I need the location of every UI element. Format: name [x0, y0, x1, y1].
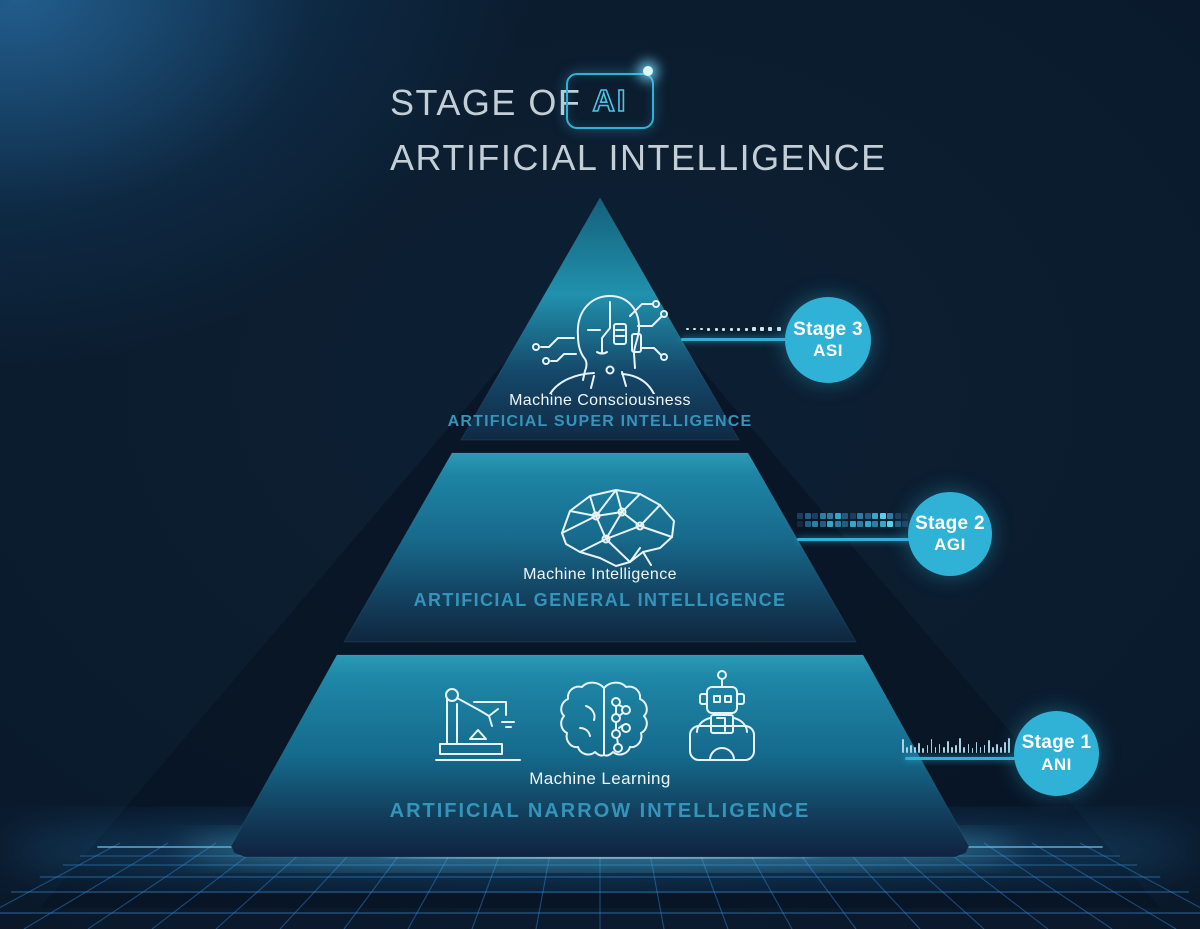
tier-asi-label: Machine Consciousness	[509, 392, 691, 409]
stage2-connector-line	[797, 538, 910, 541]
tier-agi-sublabel: ARTIFICIAL GENERAL INTELLIGENCE	[413, 590, 787, 610]
ai-logo-text: AI	[592, 82, 628, 119]
stage2-badge-abbr: AGI	[934, 535, 966, 555]
stage1-badge-label: Stage 1	[1021, 732, 1092, 754]
tier-asi-sublabel: ARTIFICIAL SUPER INTELLIGENCE	[447, 413, 753, 430]
ai-logo-box: AI	[566, 73, 654, 129]
tier-agi-label: Machine Intelligence	[523, 566, 677, 583]
stage3-badge-abbr: ASI	[813, 341, 843, 361]
pyramid-tier-asi	[460, 196, 740, 441]
ai-logo-glow-dot	[643, 66, 653, 76]
tier-ani-sublabel: ARTIFICIAL NARROW INTELLIGENCE	[389, 800, 811, 822]
stage1-badge: Stage 1 ANI	[1014, 711, 1099, 796]
stage2-pixel-connector	[797, 513, 908, 527]
tier-ani-label: Machine Learning	[529, 769, 671, 788]
network-brain-icon	[561, 489, 675, 567]
stage3-badge-label: Stage 3	[793, 318, 863, 340]
stage1-tick-connector	[902, 737, 1011, 753]
title-prefix: STAGE OF	[390, 82, 582, 123]
pyramid-tier-agi	[343, 452, 857, 643]
stage1-connector-line	[905, 757, 1016, 760]
robot-arm-icon	[435, 688, 521, 761]
stage1-badge-abbr: ANI	[1041, 754, 1072, 774]
circuit-brain-icon	[560, 681, 648, 757]
title-subtitle: ARTIFICIAL INTELLIGENCE	[390, 137, 887, 178]
stage2-badge-label: Stage 2	[915, 512, 985, 534]
stage3-dotted-connector	[686, 326, 781, 332]
stage3-connector-line	[681, 338, 787, 341]
robot-desk-icon	[689, 670, 755, 761]
stage3-badge: Stage 3 ASI	[785, 297, 871, 383]
stage2-badge: Stage 2 AGI	[908, 492, 992, 576]
cyborg-head-icon	[532, 295, 668, 394]
